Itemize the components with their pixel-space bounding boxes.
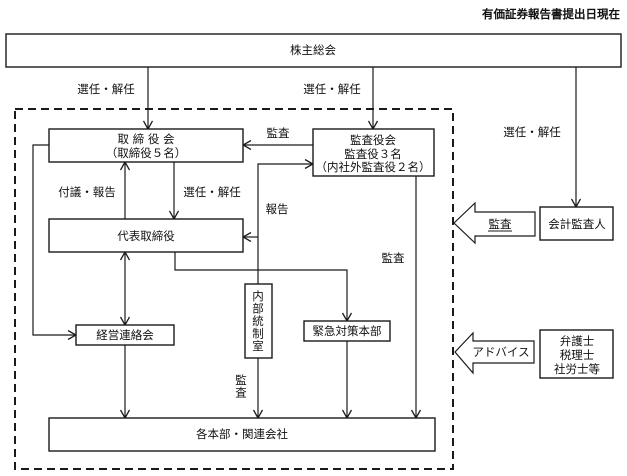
external-advisors-node: 弁護士 税理士 社労士等 <box>539 329 614 379</box>
block-arrow-left-icon <box>453 201 536 245</box>
advisors-advice-arrow: アドバイス <box>454 331 535 375</box>
company-boundary-frame <box>14 108 454 470</box>
board-of-directors-node: 取 締 役 会 （取締役５名） <box>48 128 244 163</box>
internal-control-office-node: 内部統制室 <box>244 283 273 359</box>
divisions-affiliates-node: 各本部・関連会社 <box>48 417 436 452</box>
advisor-tax-accountant-label: 税理士 <box>560 348 595 362</box>
accounting-auditor-label: 会計監査人 <box>548 217 606 231</box>
label-audit-board-to-divisions: 監査 <box>382 251 405 265</box>
label-shareholders-to-audit-board: 選任・解任 <box>303 82 361 96</box>
shareholders-meeting-node: 株主総会 <box>5 33 622 68</box>
divisions-affiliates-label: 各本部・関連会社 <box>196 427 288 441</box>
label-board-to-rep-director: 選任・解任 <box>183 185 241 199</box>
management-liaison-node: 経営連絡会 <box>75 324 175 346</box>
edge-internal-control-report-to-audit-board <box>257 164 313 284</box>
label-internal-control-to-divisions: 監査 <box>234 373 248 399</box>
internal-control-office-label: 内部統制室 <box>251 289 265 352</box>
emergency-headquarters-label: 緊急対策本部 <box>313 324 382 338</box>
block-arrow-left-icon <box>454 331 535 375</box>
label-shareholders-to-accounting-auditor: 選任・解任 <box>503 125 561 139</box>
audit-board-node: 監査役会 監査役３名 （内社外監査役２名） <box>312 128 435 177</box>
audit-board-outside-count: （内社外監査役２名） <box>316 160 431 174</box>
label-shareholders-to-board: 選任・解任 <box>77 82 135 96</box>
edge-board-to-liaison <box>32 144 76 335</box>
board-of-directors-title: 取 締 役 会 <box>118 132 175 146</box>
as-of-date-label: 有価証券報告書提出日現在 <box>482 7 620 21</box>
advisor-lawyer-label: 弁護士 <box>560 334 595 348</box>
advisors-arrow-label: アドバイス <box>472 345 529 359</box>
advisor-labor-consultant-label: 社労士等 <box>554 362 600 376</box>
representative-director-node: 代表取締役 <box>48 218 244 253</box>
label-audit-board-to-board: 監査 <box>267 126 290 140</box>
audit-board-count: 監査役３名 <box>344 147 402 161</box>
board-of-directors-count: （取締役５名） <box>106 146 187 160</box>
management-liaison-label: 経営連絡会 <box>96 328 154 342</box>
edge-rep-director-to-emergency-hq <box>174 252 347 321</box>
emergency-headquarters-node: 緊急対策本部 <box>303 320 391 342</box>
accounting-auditor-audit-arrow: 監査 <box>453 201 536 245</box>
accounting-auditor-arrow-label: 監査 <box>489 217 512 231</box>
label-internal-control-report: 報告 <box>266 202 289 216</box>
shareholders-meeting-label: 株主総会 <box>290 43 336 57</box>
label-rep-director-to-board: 付議・報告 <box>58 185 116 199</box>
representative-director-label: 代表取締役 <box>117 229 175 243</box>
accounting-auditor-node: 会計監査人 <box>539 206 614 241</box>
audit-board-title: 監査役会 <box>350 133 396 147</box>
